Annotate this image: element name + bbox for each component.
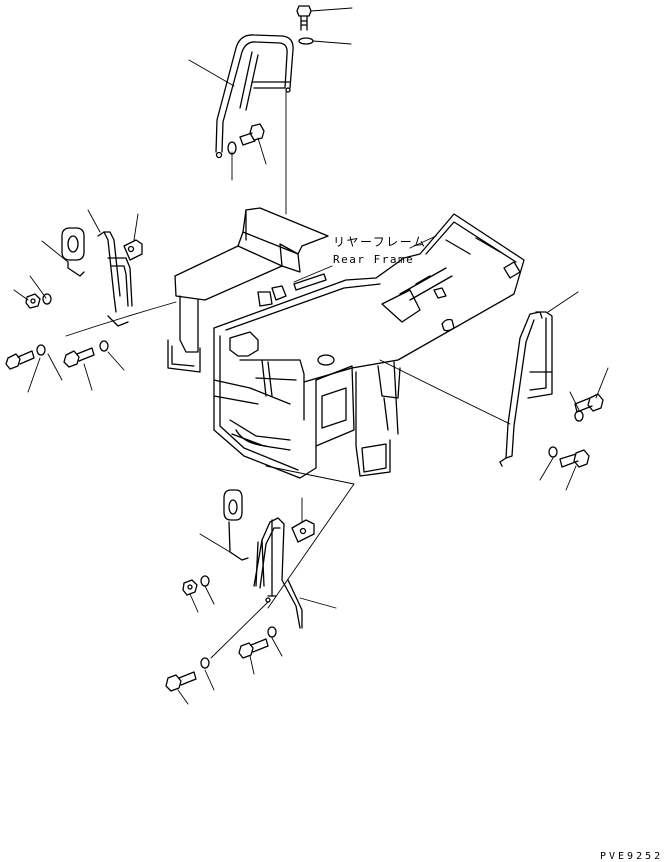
- left-bolt-a: [5, 350, 35, 370]
- left-grab-bracket: [123, 239, 143, 261]
- rear-frame-label-english: Rear Frame: [333, 253, 415, 266]
- rear-frame: [167, 207, 525, 479]
- leader-lines-right: [379, 291, 609, 491]
- drawing-code: PVE9252: [600, 851, 664, 862]
- bottom-handrail: [253, 517, 303, 629]
- right-bolt-a: [574, 393, 604, 413]
- bottom-grab-bracket: [291, 519, 315, 543]
- bottom-washer-a: [200, 575, 210, 587]
- bottom-washer-b: [267, 626, 277, 638]
- bottom-nut: [182, 579, 198, 596]
- bottom-bolt-a: [238, 638, 269, 659]
- left-handrail: [97, 231, 133, 327]
- left-nut: [25, 293, 41, 309]
- left-washer-b: [36, 344, 46, 356]
- bottom-bolt-b: [165, 671, 197, 692]
- top-handrail: [215, 34, 294, 159]
- left-washer-a: [42, 293, 52, 305]
- leader-lines-top: [188, 7, 353, 215]
- right-bolt-b: [559, 449, 590, 468]
- right-handrail: [499, 311, 553, 467]
- top-handrail-assembly: [188, 5, 353, 215]
- rear-frame-label-leader: [293, 235, 437, 283]
- left-handrail-assembly: [5, 209, 177, 393]
- left-lamp: [61, 227, 85, 277]
- rear-frame-label-japanese: リヤーフレーム: [333, 235, 427, 249]
- leader-lines-bottom: [177, 465, 355, 705]
- bottom-washer-c: [200, 657, 210, 669]
- left-bolt-b: [63, 347, 95, 368]
- mid-bolt: [239, 123, 265, 146]
- top-washer: [298, 37, 314, 45]
- right-washer-b: [548, 446, 558, 458]
- bottom-handrail-assembly: [165, 465, 355, 705]
- right-handrail-assembly: [379, 291, 609, 491]
- right-washer-a: [574, 410, 584, 422]
- left-washer-c: [99, 340, 109, 352]
- top-bolt: [296, 5, 312, 31]
- leader-lines-left: [13, 209, 177, 393]
- bottom-lamp: [223, 489, 249, 561]
